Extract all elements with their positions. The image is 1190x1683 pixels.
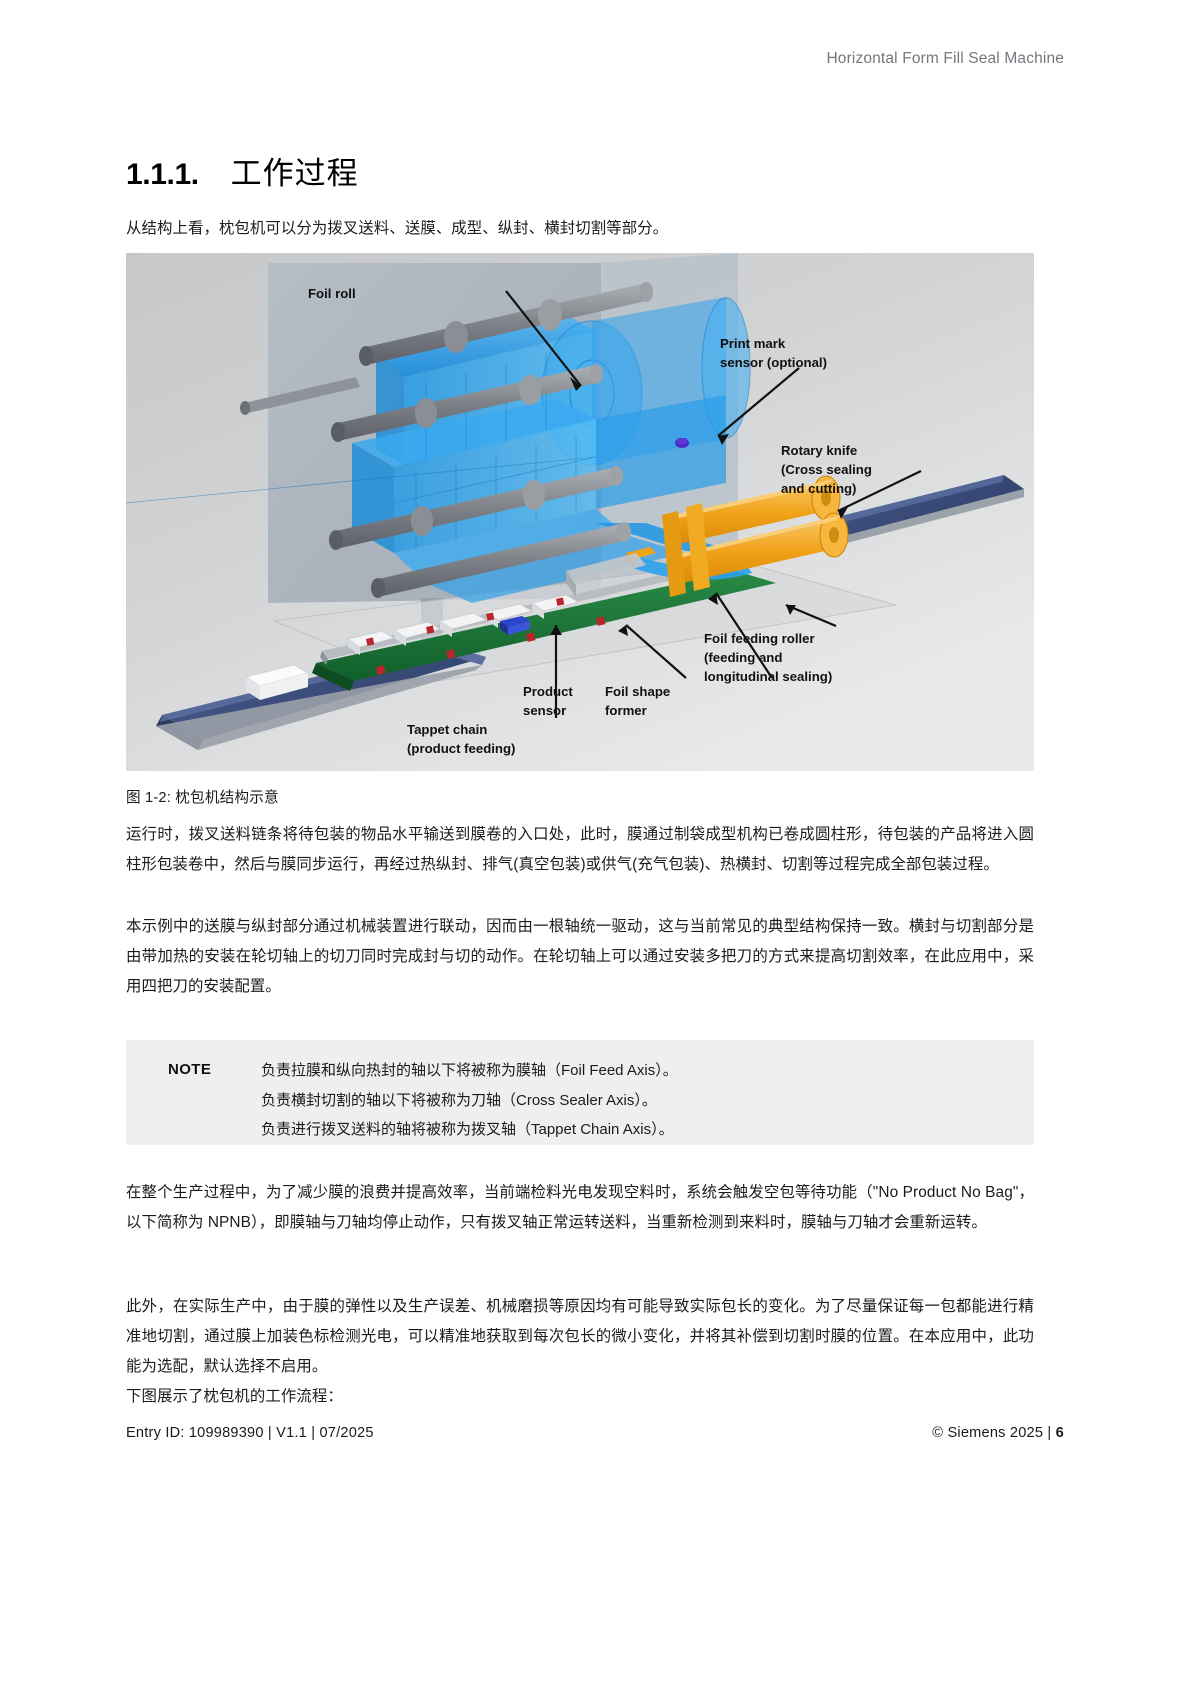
pusher-markers (366, 597, 606, 675)
note-line-1: 负责拉膜和纵向热封的轴以下将被称为膜轴（Foil Feed Axis）。 (261, 1062, 678, 1079)
footer-entry-id: Entry ID: 109989390 | V1.1 | 07/2025 (126, 1425, 374, 1441)
page-title: 工作过程 (230, 156, 359, 191)
paragraph-compensation: 此外，在实际生产中，由于膜的弹性以及生产误差、机械磨损等原因均有可能导致实际包长… (126, 1298, 1034, 1375)
label-foil-shape-line1: Foil shape (605, 684, 670, 699)
note-content: 负责拉膜和纵向热封的轴以下将被称为膜轴（Foil Feed Axis）。 负责横… (261, 1056, 1014, 1145)
foil-shape-former (566, 553, 646, 597)
note-label: NOTE (168, 1061, 212, 1078)
tappet-blocks (347, 594, 580, 655)
note-box: NOTE 负责拉膜和纵向热封的轴以下将被称为膜轴（Foil Feed Axis）… (126, 1040, 1034, 1145)
footer-copyright-text: © Siemens 2025 | (932, 1425, 1056, 1441)
note-line-2: 负责横封切割的轴以下将被称为刀轴（Cross Sealer Axis）。 (261, 1091, 657, 1109)
label-foil-feeding-line1: Foil feeding roller (704, 631, 815, 646)
foil-film-web (126, 297, 752, 603)
paragraph-mechanics: 本示例中的送膜与纵封部分通过机械装置进行联动，因而由一根轴统一驱动，这与当前常见… (126, 918, 1034, 995)
print-mark-sensor-device (675, 438, 689, 448)
label-product-sensor-line2: sensor (523, 703, 566, 718)
roller-top (359, 282, 653, 366)
figure-arrowheads (550, 377, 848, 636)
figure-labels: Foil roll Print mark sensor (optional) R… (308, 286, 872, 756)
label-tappet-chain-line2: (product feeding) (407, 741, 515, 756)
section-heading: 1.1.1. 工作过程 (126, 148, 359, 193)
product-sensor-device (500, 616, 530, 635)
label-tappet-chain-line1: Tappet chain (407, 722, 487, 737)
leader-foil-roll (505, 290, 582, 387)
label-rotary-knife-line2: (Cross sealing (781, 462, 872, 477)
paragraph-operation: 运行时，拨叉送料链条将待包装的物品水平输送到膜卷的入口处，此时，膜通过制袋成型机… (126, 826, 1034, 873)
document-header-title: Horizontal Form Fill Seal Machine (826, 50, 1064, 67)
label-print-mark-line1: Print mark (720, 336, 786, 351)
leader-foil-feeding (785, 603, 837, 628)
leader-print-mark (717, 367, 800, 437)
label-rotary-knife-line3: and cutting) (781, 481, 856, 496)
figure-machine-diagram: Foil roll Print mark sensor (optional) R… (126, 253, 1034, 771)
tappet-chain-assembly (245, 559, 776, 700)
footer-copyright: © Siemens 2025 | 6 (932, 1425, 1064, 1441)
roller-lower (371, 522, 631, 598)
paragraph-next-figure: 下图展示了枕包机的工作流程： (126, 1388, 343, 1405)
roller-mid (329, 466, 623, 550)
label-foil-feeding-line3: longitudinal sealing) (704, 669, 832, 684)
footer-page-number: 6 (1055, 1425, 1064, 1441)
label-foil-feeding-line2: (feeding and (704, 650, 782, 665)
paragraph-npnb: 在整个生产过程中，为了减少膜的浪费并提高效率，当前端检料光电发现空料时，系统会触… (126, 1184, 1034, 1231)
paragraph-lead: 从结构上看，枕包机可以分为拨叉送料、送膜、成型、纵封、横封切割等部分。 (126, 220, 669, 237)
product-box (245, 664, 310, 700)
label-foil-roll: Foil roll (308, 286, 356, 301)
figure-leader-lines (505, 290, 922, 718)
label-print-mark-line2: sensor (optional) (720, 355, 827, 370)
rotary-knife-unit (626, 475, 849, 597)
label-rotary-knife-line1: Rotary knife (781, 443, 857, 458)
section-number: 1.1.1. (126, 158, 199, 191)
note-line-3: 负责进行拨叉送料的轴将被称为拨叉轴（Tappet Chain Axis）。 (261, 1121, 674, 1138)
figure-caption: 图 1-2: 枕包机结构示意 (126, 790, 279, 806)
leader-rotary-knife (837, 470, 922, 512)
foil-rollers (240, 282, 653, 598)
label-product-sensor-line1: Product (523, 684, 573, 699)
leader-foil-shape (715, 592, 773, 679)
label-foil-shape-line2: former (605, 703, 647, 718)
leader-product-sensor (625, 624, 687, 679)
